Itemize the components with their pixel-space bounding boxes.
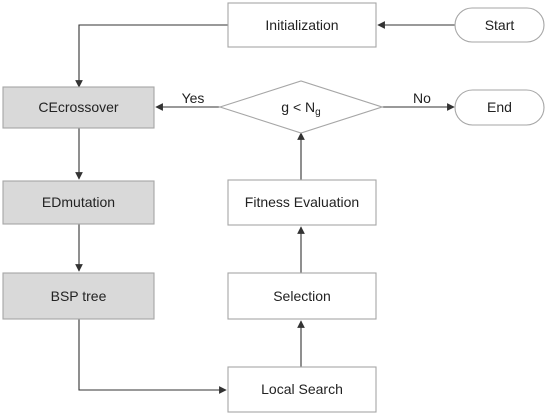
start-label: Start [485, 17, 515, 33]
arrow-initialization-to-crossover [75, 24, 228, 88]
arrow-bsp-to-local-search [78, 319, 227, 394]
mutation-label: EDmutation [42, 194, 115, 210]
decision-label-subscript: g [315, 107, 321, 118]
end-node: End [454, 89, 545, 126]
initialization-box: Initialization [227, 2, 377, 48]
bsp-tree-label: BSP tree [51, 288, 107, 304]
connectors [75, 21, 455, 394]
start-node: Start [454, 7, 545, 43]
local-search-box: Local Search [227, 366, 377, 413]
selection-box: Selection [227, 272, 377, 320]
selection-label: Selection [273, 288, 331, 304]
yes-label: Yes [182, 90, 205, 106]
decision-node: g < Ng [218, 80, 384, 134]
decision-label: g < Ng [281, 99, 320, 118]
end-label: End [487, 99, 512, 115]
bsp-tree-box: BSP tree [2, 272, 155, 320]
local-search-label: Local Search [261, 381, 343, 397]
initialization-label: Initialization [265, 17, 338, 33]
decision-label-main: g < N [281, 99, 315, 115]
fitness-evaluation-label: Fitness Evaluation [245, 194, 359, 210]
crossover-box: CEcrossover [2, 86, 155, 129]
crossover-label: CEcrossover [38, 99, 118, 115]
mutation-box: EDmutation [2, 180, 155, 225]
no-label: No [413, 90, 431, 106]
fitness-evaluation-box: Fitness Evaluation [227, 179, 377, 226]
